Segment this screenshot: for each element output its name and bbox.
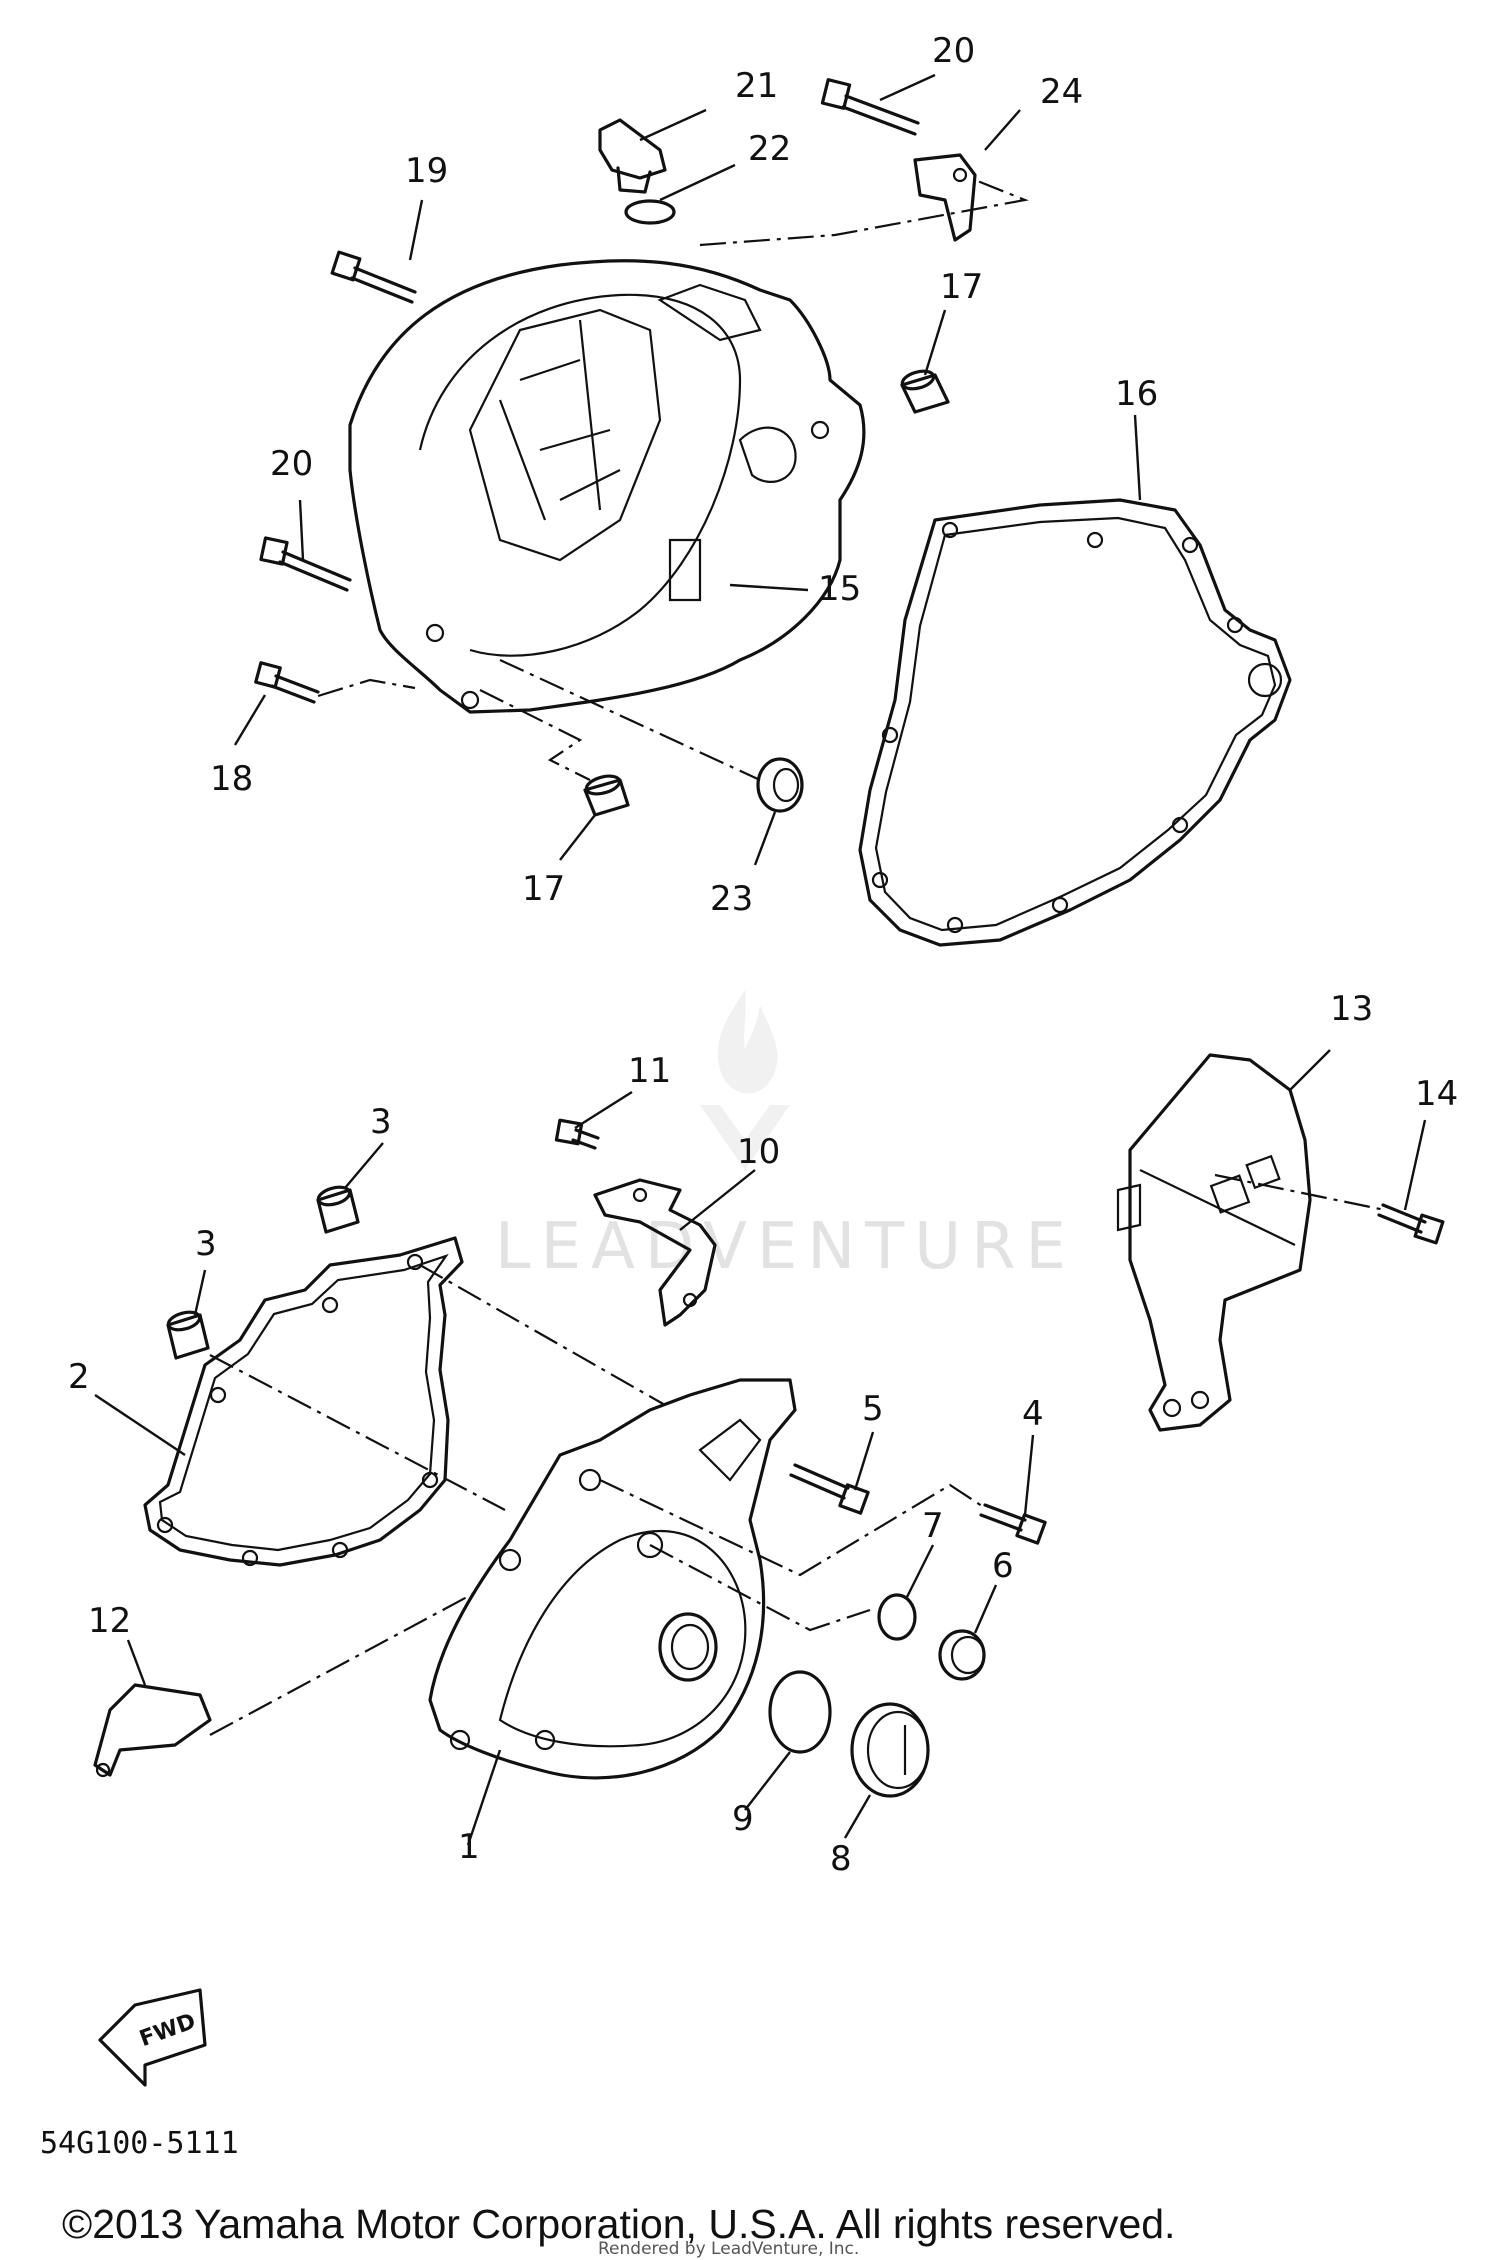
fwd-label: FWD — [136, 2009, 199, 2052]
callout-11: 11 — [628, 1051, 671, 1091]
callout-10: 10 — [737, 1132, 780, 1172]
part-24-bracket — [913, 153, 977, 242]
render-credit: Rendered by LeadVenture, Inc. — [598, 2239, 859, 2259]
callout-13: 13 — [1330, 989, 1373, 1029]
callout-19: 19 — [405, 151, 448, 191]
part-13-sprocket-cover — [1116, 1053, 1312, 1432]
part-6-plug — [938, 1629, 986, 1681]
part-7-o-ring — [877, 1593, 917, 1641]
callout-15: 15 — [818, 569, 861, 609]
part-8-plug — [850, 1702, 930, 1798]
part-23-oil-seal — [756, 757, 804, 813]
alignment-line-24 — [699, 178, 1029, 247]
part-18-bolt — [254, 661, 320, 704]
alignment-line-17 — [479, 689, 591, 781]
callout-21: 21 — [735, 66, 778, 106]
alignment-line-gasket-top — [419, 1264, 666, 1406]
part-15-crankcase-cover — [348, 259, 866, 714]
callout-4: 4 — [1022, 1394, 1044, 1434]
part-17-dowel-pin-top — [900, 369, 950, 414]
alignment-line-7 — [649, 1544, 871, 1632]
alignment-line-12 — [209, 1589, 481, 1736]
callout-14: 14 — [1415, 1074, 1458, 1114]
part-20-bolt-top — [820, 78, 920, 136]
diagram-code: 54G100-5111 — [40, 2126, 239, 2161]
callout-8: 8 — [830, 1839, 852, 1879]
callout-23: 23 — [710, 879, 753, 919]
part-2-cover-gasket — [143, 1236, 464, 1567]
callout-22: 22 — [748, 129, 791, 169]
alignment-line-23 — [499, 659, 761, 781]
callout-16: 16 — [1115, 374, 1158, 414]
alignment-line-14 — [1214, 1173, 1386, 1212]
callout-20a: 20 — [270, 444, 313, 484]
callout-17a: 17 — [940, 267, 983, 307]
callout-6: 6 — [992, 1546, 1014, 1586]
part-20-bolt-left — [259, 536, 352, 592]
callout-9: 9 — [732, 1799, 754, 1839]
part-3-dowel-pin-lower — [166, 1310, 210, 1360]
callout-7: 7 — [922, 1506, 944, 1546]
part-17-dowel-pin-bottom — [583, 774, 630, 817]
watermark-logo — [700, 990, 790, 1170]
callout-1: 1 — [458, 1827, 480, 1867]
part-12-bracket — [93, 1683, 212, 1778]
callout-18: 18 — [210, 759, 253, 799]
alignment-line-4 — [599, 1479, 986, 1577]
part-9-o-ring — [768, 1670, 832, 1754]
fwd-direction-marker: FWD — [98, 1988, 207, 2087]
part-5-bolt — [789, 1463, 870, 1515]
callout-17b: 17 — [522, 869, 565, 909]
callout-2: 2 — [68, 1357, 90, 1397]
part-16-crankcase-gasket — [858, 498, 1292, 947]
part-14-bolt — [1377, 1203, 1445, 1245]
copyright-notice: ©2013 Yamaha Motor Corporation, U.S.A. A… — [62, 2201, 1175, 2247]
callout-12: 12 — [88, 1601, 131, 1641]
part-3-dowel-pin-upper — [316, 1185, 360, 1234]
alignment-line-gasket-mid — [209, 1354, 506, 1511]
callout-5: 5 — [862, 1389, 884, 1429]
part-21-oil-filler-plug — [598, 118, 667, 194]
watermark-text: LEADVENTURE — [495, 1210, 1076, 1284]
part-10-bracket — [593, 1178, 717, 1327]
alignment-line-18 — [317, 678, 416, 698]
part-11-bolt — [554, 1118, 600, 1150]
part-22-o-ring — [624, 199, 676, 225]
part-1-crankcase-cover-left — [428, 1378, 797, 1780]
callout-24: 24 — [1040, 72, 1083, 112]
part-4-bolt — [979, 1503, 1047, 1545]
part-19-bolt — [330, 250, 417, 304]
callout-leader-lines — [94, 73, 1427, 1846]
callout-3b: 3 — [195, 1224, 217, 1264]
callout-3a: 3 — [370, 1102, 392, 1142]
callout-20b: 20 — [932, 31, 975, 71]
